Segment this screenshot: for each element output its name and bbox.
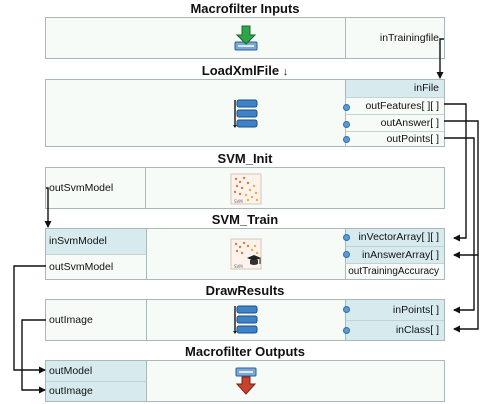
wire-answer [444,120,479,259]
macrofilter-inputs-block[interactable]: inTrainingfile [45,17,445,59]
pin-out-answer-label: outAnswer[ ] [380,117,439,129]
load-xml-file-block[interactable]: inFile outFeatures[ ][ ] outAnswer[ ] ou… [45,79,445,147]
pin-in-vector-array-label: inVectorArray[ ][ ] [358,231,439,243]
load-xml-file-label: LoadXmlFile [201,63,280,78]
green-down-arrow-icon [232,24,260,57]
wire-draw-image-out [21,319,46,394]
red-down-arrow-icon [232,366,260,401]
macrofilter-outputs-title: Macrofilter Outputs [185,344,305,359]
pin-in-training-file[interactable]: inTrainingfile [345,18,444,58]
svm-train-block[interactable]: inSvmModel outSvmModel SVM inVectorArray… [45,228,445,280]
pin-out-image-draw[interactable]: outImage [46,300,147,340]
macrofilter-outputs-block[interactable]: outModel outImage [45,360,445,402]
svm-train-icon: SVM [230,238,262,275]
wire-training-file [436,38,444,79]
pin-in-class[interactable]: inClass[ ] [343,320,444,340]
load-marker-icon: ↓ [282,66,289,78]
wire-points-to-draw [444,137,475,314]
svg-text:SVM: SVM [234,199,243,204]
pin-in-answer-array-label: inAnswerArray[ ] [361,249,439,261]
pin-dot [343,306,350,313]
macrofilter-inputs-title: Macrofilter Inputs [190,1,300,16]
pin-in-points[interactable]: inPoints[ ] [343,300,444,320]
wire-svm-init-model [44,187,52,228]
wire-train-model-out [13,265,46,374]
pin-in-points-label: inPoints[ ] [392,304,439,316]
svm-init-title: SVM_Init [217,151,273,166]
svm-init-block[interactable]: outSvmModel SVM [45,167,445,209]
pin-out-answer[interactable]: outAnswer[ ] [343,114,444,131]
pin-in-svm-model[interactable]: inSvmModel [46,229,147,254]
pin-dot [343,104,350,111]
draw-results-block[interactable]: outImage inPoints[ ] inClass[ ] [45,299,445,341]
pin-in-vector-array[interactable]: inVectorArray[ ][ ] [343,229,444,246]
pin-out-training-accuracy[interactable]: outTrainingAccuracy [345,263,444,279]
pin-dot [343,136,350,143]
pin-dot [343,251,350,258]
load-xml-file-title: LoadXmlFile ↓ [45,63,445,78]
list-icon [232,98,260,135]
pin-in-class-label: inClass[ ] [395,324,439,336]
wire-answer-to-class [453,255,479,333]
pin-in-answer-array[interactable]: inAnswerArray[ ] [343,246,444,263]
svg-text:SVM: SVM [234,264,243,269]
pin-out-image[interactable]: outImage [46,381,147,401]
pin-out-model[interactable]: outModel [46,361,147,381]
pin-out-points[interactable]: outPoints[ ] [343,131,444,146]
list-icon [232,304,260,341]
pin-out-points-label: outPoints[ ] [386,133,439,145]
pin-in-file[interactable]: inFile [345,80,444,97]
pin-out-svm-model-train[interactable]: outSvmModel [46,254,147,279]
wire-features [444,103,467,242]
pin-out-features-label: outFeatures[ ][ ] [365,100,439,112]
pin-dot [343,121,350,128]
svm-train-title: SVM_Train [211,212,279,227]
pin-out-svm-model-init[interactable]: outSvmModel [46,168,146,208]
draw-results-title: DrawResults [205,283,285,298]
pin-dot [343,327,350,334]
pin-dot [343,234,350,241]
svm-scatter-icon: SVM [230,173,262,210]
pin-out-features[interactable]: outFeatures[ ][ ] [343,97,444,114]
